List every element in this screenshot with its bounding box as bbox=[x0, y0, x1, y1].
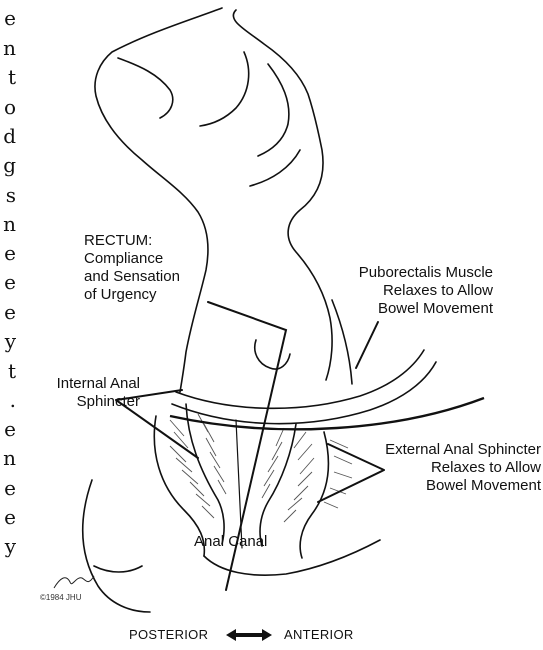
rectum-label-line: and Sensation bbox=[84, 268, 180, 286]
label-puborectalis: Puborectalis Muscle Relaxes to Allow Bow… bbox=[359, 264, 493, 318]
puborectalis-label-line: Puborectalis Muscle bbox=[359, 264, 493, 282]
copyright-notice: ©1984 JHU bbox=[40, 593, 81, 602]
label-rectum: RECTUM: Compliance and Sensation of Urge… bbox=[84, 232, 180, 304]
internal-sphincter-label-line: Internal Anal bbox=[18, 375, 140, 393]
haustral-fold bbox=[200, 52, 249, 126]
posterior-label: POSTERIOR bbox=[129, 626, 208, 644]
external-sphincter-label-line: Relaxes to Allow bbox=[385, 459, 541, 477]
label-internal-anal-sphincter: Internal Anal Sphincter bbox=[18, 375, 140, 411]
haustral-fold bbox=[258, 64, 289, 156]
rectum-label-line: of Urgency bbox=[84, 286, 180, 304]
double-arrow-icon bbox=[226, 629, 272, 641]
anterior-label: ANTERIOR bbox=[284, 626, 354, 644]
haustral-fold bbox=[118, 58, 173, 118]
internal-sphincter-label-line: Sphincter bbox=[18, 393, 140, 411]
external-sphincter-outline bbox=[300, 432, 328, 558]
puborectalis-label-line: Bowel Movement bbox=[359, 300, 493, 318]
puborectalis-sling bbox=[176, 350, 424, 408]
orientation-indicator: POSTERIOR ANTERIOR bbox=[0, 626, 543, 648]
label-anal-canal: Anal Canal bbox=[194, 533, 267, 551]
artist-signature bbox=[52, 570, 98, 594]
external-sphincter-label-line: External Anal Sphincter bbox=[385, 441, 541, 459]
buttock-contour bbox=[94, 566, 142, 572]
label-external-anal-sphincter: External Anal Sphincter Relaxes to Allow… bbox=[385, 441, 541, 495]
rectum-label-line: Compliance bbox=[84, 250, 180, 268]
rectum-outline-left bbox=[95, 8, 222, 392]
rectum-label-line: RECTUM: bbox=[84, 232, 180, 250]
puborectalis-label-line: Relaxes to Allow bbox=[359, 282, 493, 300]
puborectalis-leader bbox=[356, 322, 378, 368]
pelvic-floor-curve bbox=[332, 300, 352, 384]
puborectalis-sling bbox=[172, 362, 436, 424]
sphincter-muscle-hatching bbox=[170, 414, 352, 522]
ampulla-fold bbox=[255, 340, 290, 369]
external-sphincter-label-line: Bowel Movement bbox=[385, 477, 541, 495]
